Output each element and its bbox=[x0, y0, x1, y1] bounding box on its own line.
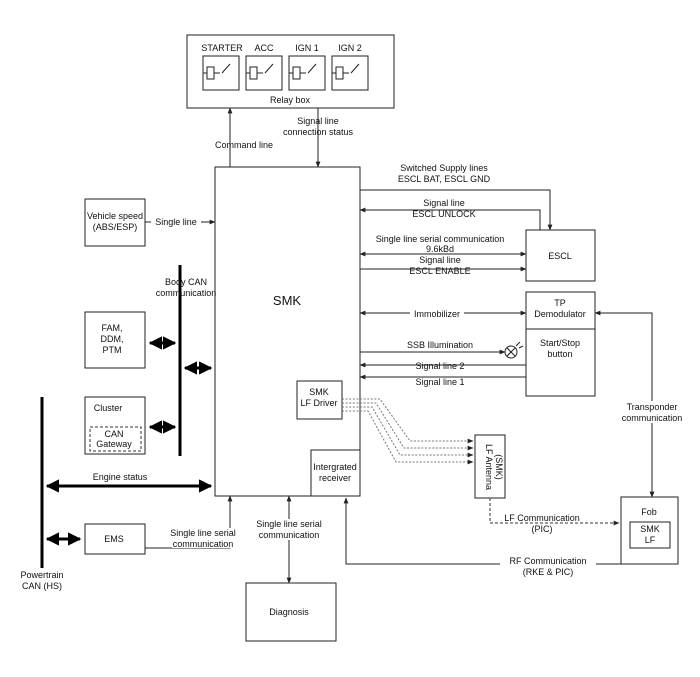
relay-box-label: Relay box bbox=[270, 95, 311, 105]
escl-enable-label-2: ESCL ENABLE bbox=[409, 266, 470, 276]
engine-status-label: Engine status bbox=[93, 472, 148, 482]
cluster-box: Cluster CAN Gateway bbox=[84, 396, 146, 455]
diagnosis-label: Diagnosis bbox=[269, 607, 309, 617]
lf-communication-label-2: (PIC) bbox=[532, 524, 553, 534]
can-gateway-label-1: CAN bbox=[104, 429, 123, 439]
relay-acc: ACC bbox=[245, 43, 283, 91]
escl-enable-label-1: Signal line bbox=[419, 255, 461, 265]
rf-communication-arrow bbox=[343, 497, 621, 565]
diagnosis-serial-label-1: Single line serial bbox=[256, 519, 322, 529]
body-can-label-1: Body CAN bbox=[165, 277, 207, 287]
relay-starter: STARTER bbox=[201, 43, 243, 91]
smk-block: SMK SMK LF Driver Intergrated receiver bbox=[214, 166, 361, 497]
ems-serial-label-1: Single line serial bbox=[170, 528, 236, 538]
signal-status-label-2: connection status bbox=[283, 127, 354, 137]
fob-smk-lf bbox=[629, 521, 671, 549]
vehicle-speed-label-1: Vehicle speed bbox=[87, 211, 143, 221]
cluster-label: Cluster bbox=[94, 403, 123, 413]
relay-ign2: IGN 2 bbox=[331, 43, 369, 91]
relay-ign2-label: IGN 2 bbox=[338, 43, 362, 53]
fob-smk-label: SMK bbox=[640, 524, 660, 534]
ddm-label: DDM, bbox=[101, 334, 124, 344]
immobilizer-label: Immobilizer bbox=[414, 309, 460, 319]
start-stop-label-2: button bbox=[547, 349, 572, 359]
tp-label-2: Demodulator bbox=[534, 309, 586, 319]
smk-title: SMK bbox=[273, 293, 302, 308]
escl-unlock-arrow bbox=[359, 207, 541, 230]
rf-communication-label-1: RF Communication bbox=[509, 556, 586, 566]
lf-driver-antenna-links bbox=[342, 398, 474, 465]
signal-status-label-1: Signal line bbox=[297, 116, 339, 126]
switched-supply-label-1: Switched Supply lines bbox=[400, 163, 488, 173]
signal-line-2-label: Signal line 2 bbox=[415, 361, 464, 371]
command-line-label: Command line bbox=[215, 140, 273, 150]
switched-supply-label-2: ESCL BAT, ESCL GND bbox=[398, 174, 491, 184]
ems-box: EMS bbox=[84, 523, 146, 555]
relay-box: STARTER ACC IGN 1 IGN 2 bbox=[186, 34, 395, 109]
lf-antenna-label-1: LF Antenna bbox=[484, 444, 494, 490]
integrated-receiver bbox=[310, 449, 361, 497]
diagnosis-serial-label-2: communication bbox=[259, 530, 320, 540]
lf-antenna-box: LF Antenna (SMK) bbox=[474, 434, 506, 499]
can-gateway bbox=[89, 426, 142, 452]
ems-serial-label-2: communication bbox=[173, 539, 234, 549]
tp-label-1: TP bbox=[554, 298, 566, 308]
transponder-label-2: communication bbox=[622, 413, 683, 423]
transponder-label-1: Transponder bbox=[627, 402, 678, 412]
ems-label: EMS bbox=[104, 534, 124, 544]
escl-unlock-label-1: Signal line bbox=[423, 198, 465, 208]
escl-serial-label-1: Single line serial communication bbox=[376, 234, 505, 244]
relay-starter-label: STARTER bbox=[201, 43, 243, 53]
powertrain-label-2: CAN (HS) bbox=[22, 581, 62, 591]
body-can-label-2: communication bbox=[156, 288, 217, 298]
lf-communication-arrow bbox=[489, 498, 620, 526]
switched-supply-arrow bbox=[360, 189, 553, 231]
tp-demodulator-box: TP Demodulator Start/Stop button bbox=[525, 291, 596, 397]
fam-label: FAM, bbox=[101, 323, 122, 333]
fob-lf-label: LF bbox=[645, 535, 656, 545]
relay-acc-label: ACC bbox=[254, 43, 274, 53]
fam-ddm-ptm-box: FAM, DDM, PTM bbox=[84, 311, 146, 369]
vehicle-speed-box: Vehicle speed (ABS/ESP) bbox=[84, 198, 146, 247]
receiver-label-2: receiver bbox=[319, 473, 351, 483]
transponder-link bbox=[594, 310, 655, 498]
can-gateway-label-2: Gateway bbox=[96, 439, 132, 449]
lamp-icon bbox=[504, 341, 524, 359]
escl-unlock-label-2: ESCL UNLOCK bbox=[412, 209, 475, 219]
lf-driver-label-2: LF Driver bbox=[300, 398, 337, 408]
signal-line-1-label: Signal line 1 bbox=[415, 377, 464, 387]
diagnosis-box: Diagnosis bbox=[245, 582, 337, 642]
start-stop-label-1: Start/Stop bbox=[540, 338, 580, 348]
smk-lf-driver bbox=[296, 380, 343, 420]
escl-label: ESCL bbox=[548, 251, 572, 261]
vehicle-speed-label-2: (ABS/ESP) bbox=[93, 222, 138, 232]
lf-antenna-label-2: (SMK) bbox=[494, 454, 504, 480]
escl-serial-label-2: 9.6kBd bbox=[426, 244, 454, 254]
rf-communication-label-2: (RKE & PIC) bbox=[523, 567, 574, 577]
powertrain-label-1: Powertrain bbox=[20, 570, 63, 580]
single-line-label: Single line bbox=[155, 217, 197, 227]
lf-communication-label-1: LF Communication bbox=[504, 513, 580, 523]
fob-label: Fob bbox=[641, 507, 657, 517]
relay-ign1-label: IGN 1 bbox=[295, 43, 319, 53]
receiver-label-1: Intergrated bbox=[313, 462, 357, 472]
lf-driver-label-1: SMK bbox=[309, 387, 329, 397]
escl-box: ESCL bbox=[525, 229, 596, 282]
ptm-label: PTM bbox=[103, 345, 122, 355]
ssb-illumination-label: SSB Illumination bbox=[407, 340, 473, 350]
relay-ign1: IGN 1 bbox=[288, 43, 326, 91]
fob-box: Fob SMK LF bbox=[620, 496, 679, 565]
